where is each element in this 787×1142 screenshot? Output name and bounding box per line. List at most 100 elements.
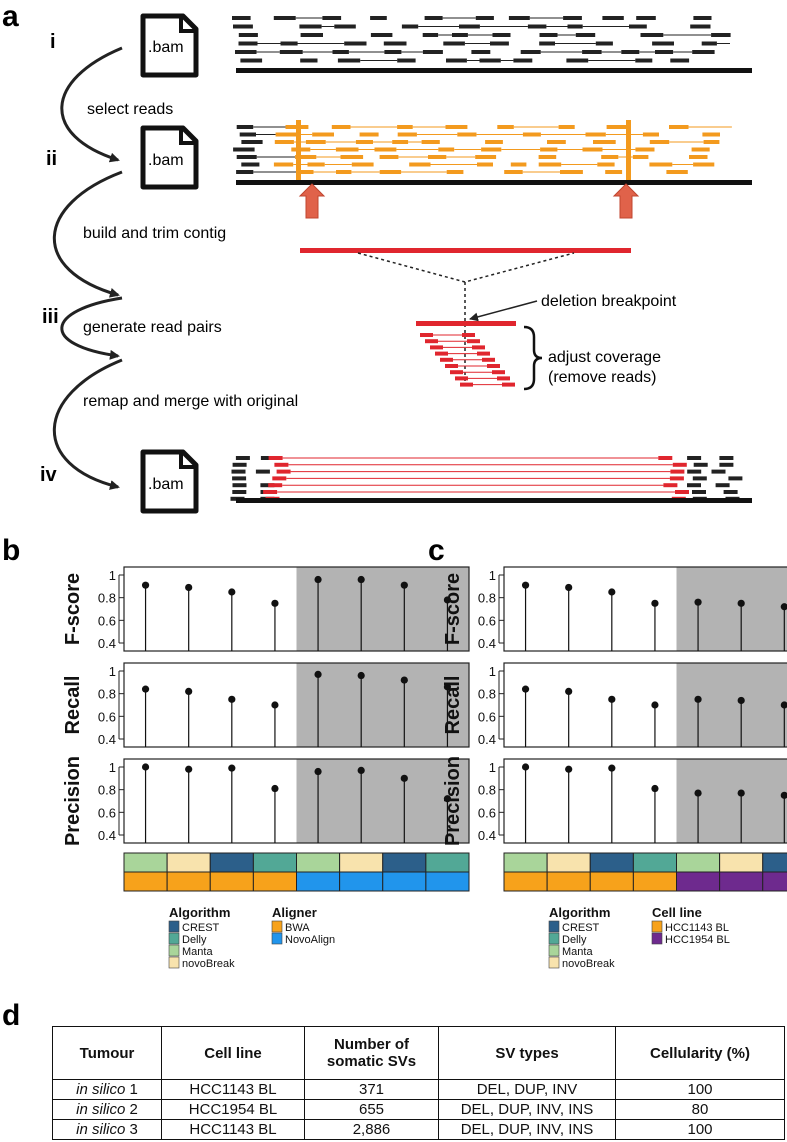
read (397, 132, 417, 137)
read (547, 140, 566, 144)
read (241, 140, 263, 144)
read (723, 490, 738, 494)
read (332, 50, 349, 54)
tumour-num: 3 (125, 1121, 138, 1138)
read (652, 41, 674, 46)
coverage-brace (523, 325, 543, 391)
read (690, 24, 711, 29)
data-point (737, 599, 745, 607)
read (635, 147, 655, 152)
bam-file-icon: .bam (140, 13, 199, 78)
read (497, 125, 514, 129)
reads-track-i (232, 16, 752, 73)
read (497, 376, 510, 381)
read (440, 357, 453, 362)
read (334, 24, 356, 29)
read (481, 147, 502, 152)
read (455, 376, 468, 381)
read (260, 456, 275, 460)
data-point (400, 676, 408, 684)
read (560, 170, 583, 174)
read (268, 483, 283, 488)
read (711, 33, 731, 37)
data-point (780, 791, 787, 799)
read (566, 58, 589, 63)
read (479, 58, 501, 63)
read (232, 483, 247, 488)
bam-file-icon: .bam (140, 449, 199, 514)
legend-swatch (548, 956, 560, 969)
legend-label: HCC1143 BL (665, 922, 729, 934)
read (297, 170, 314, 174)
read (443, 41, 465, 46)
legend-label: CREST (562, 922, 600, 934)
read (582, 50, 602, 54)
data-point (521, 581, 530, 589)
read (300, 33, 323, 37)
read (392, 140, 409, 144)
read (355, 140, 373, 144)
read (606, 125, 627, 129)
read (409, 162, 431, 167)
read (428, 155, 447, 159)
col-tumour: Tumour (52, 1026, 162, 1080)
group-swatch (632, 871, 677, 892)
read (635, 58, 653, 63)
read (383, 41, 407, 46)
read (236, 125, 254, 129)
cell-cell-line: HCC1143 BL (161, 1119, 305, 1140)
data-point (651, 784, 659, 793)
read (728, 476, 743, 481)
cell-num-svs: 655 (304, 1099, 439, 1120)
read (602, 16, 624, 20)
read (687, 483, 701, 488)
read (235, 50, 257, 54)
data-point (141, 685, 150, 693)
y-tick-label: 1 (489, 568, 496, 583)
read (331, 125, 351, 129)
algorithm-swatch (296, 852, 341, 873)
read (719, 462, 734, 467)
data-point (443, 596, 452, 604)
read (232, 462, 247, 467)
read (268, 456, 283, 460)
data-point (521, 763, 530, 771)
contig-bar (300, 248, 631, 253)
reference-line (236, 68, 752, 73)
read (567, 24, 583, 29)
group-swatch (296, 871, 341, 892)
data-point (228, 764, 236, 772)
y-tick-label: 1 (109, 664, 116, 679)
read (649, 140, 670, 144)
cell-sv-types: DEL, DUP, INV (438, 1079, 616, 1100)
read (485, 140, 503, 144)
legend-swatch (271, 932, 283, 945)
read (636, 16, 656, 20)
algorithm-swatch (503, 852, 548, 873)
step-label-iii: iii (42, 306, 59, 328)
data-point (608, 764, 616, 772)
read (231, 469, 246, 474)
read (719, 456, 734, 460)
legend-label: HCC1954 BL (665, 934, 730, 946)
trimmed-contig-bar (416, 321, 516, 326)
read (472, 345, 485, 350)
algorithm-swatch (252, 852, 297, 873)
read (538, 162, 562, 167)
contig-dotted-guide (357, 252, 575, 283)
group-swatch (546, 871, 591, 892)
read (384, 50, 402, 54)
shaded-region (296, 663, 469, 747)
y-tick-label: 0.4 (98, 828, 116, 843)
algorithm-swatch (339, 852, 384, 873)
tumour-italic: in silico (76, 1121, 126, 1138)
y-tick-label: 0.6 (98, 709, 116, 724)
read (232, 476, 247, 481)
legend-title: Algorithm (549, 905, 610, 920)
read (691, 147, 710, 152)
read (629, 24, 647, 29)
read (420, 333, 433, 337)
read (693, 16, 712, 20)
